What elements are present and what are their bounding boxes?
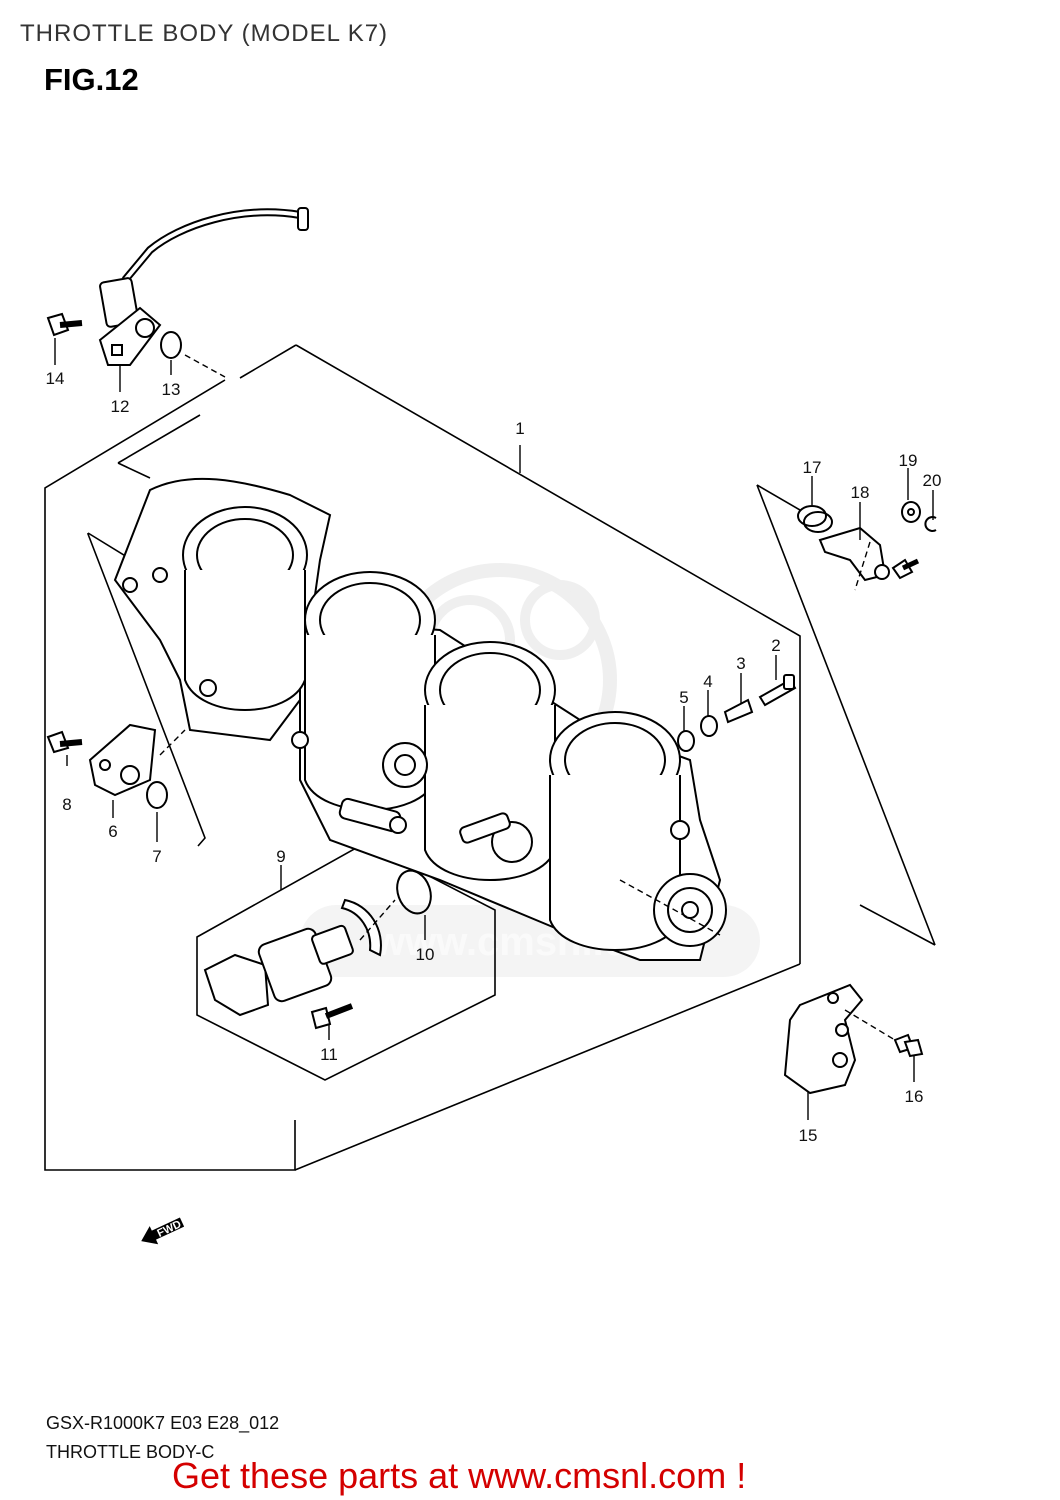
diagram-code: GSX-R1000K7 E03 E28_012 <box>46 1413 280 1433</box>
fwd-label: FWD <box>155 1218 183 1239</box>
leader-lines <box>54 338 934 1120</box>
sensor-assembly-top <box>46 207 309 366</box>
figure-number: FIG.12 <box>44 62 139 97</box>
callout-19: 19 <box>899 451 918 470</box>
callout-labels: 1 2 3 4 5 6 7 8 9 10 11 12 13 14 15 16 1… <box>46 369 942 1145</box>
callout-14: 14 <box>46 369 65 388</box>
sensor-assembly-left <box>46 723 168 809</box>
callout-2: 2 <box>771 636 780 655</box>
callout-1: 1 <box>515 419 524 438</box>
callout-5: 5 <box>679 688 688 707</box>
throttle-body <box>113 477 727 961</box>
page-title: THROTTLE BODY (MODEL K7) <box>20 20 389 47</box>
callout-7: 7 <box>152 847 161 866</box>
callout-12: 12 <box>111 397 130 416</box>
callout-16: 16 <box>905 1087 924 1106</box>
callout-20: 20 <box>923 471 942 490</box>
callout-17: 17 <box>803 458 822 477</box>
promo-link[interactable]: Get these parts at www.cmsnl.com ! <box>172 1455 747 1496</box>
adjuster-screw-set <box>677 674 797 752</box>
callout-13: 13 <box>162 380 181 399</box>
callout-4: 4 <box>703 672 712 691</box>
idle-valve-assembly <box>203 869 432 1030</box>
lever-assembly <box>797 501 937 582</box>
callout-8: 8 <box>62 795 71 814</box>
callout-6: 6 <box>108 822 117 841</box>
forward-arrow-icon: FWD <box>141 1217 185 1245</box>
callout-3: 3 <box>736 654 745 673</box>
section-name: THROTTLE BODY-C <box>46 1442 215 1462</box>
callout-10: 10 <box>416 945 435 964</box>
callout-9: 9 <box>276 847 285 866</box>
callout-15: 15 <box>799 1126 818 1145</box>
bracket-assembly <box>783 983 924 1095</box>
callout-18: 18 <box>851 483 870 502</box>
callout-11: 11 <box>320 1045 338 1064</box>
